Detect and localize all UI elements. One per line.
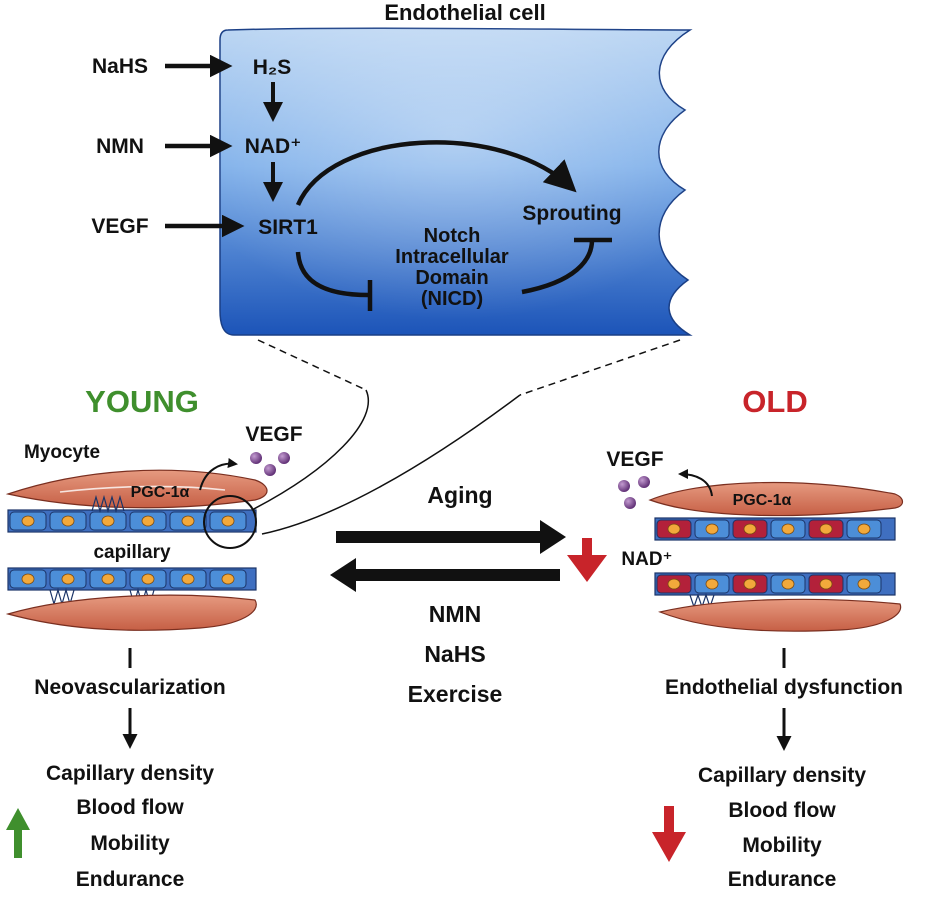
cell-nucleus [101,515,115,527]
cell-nucleus [743,523,757,535]
reverse-item-2: NaHS [424,641,485,667]
down-arrow-icon [652,806,686,862]
zoom-dash-right [519,339,681,396]
old-myocyte-top [648,481,904,517]
young-capillary-top [7,494,257,533]
zoom-line-right [261,394,521,535]
input-nmn: NMN [96,135,144,158]
cell-nucleus [61,515,75,527]
cell-nucleus [705,578,719,590]
sprouting-label: Sprouting [522,202,621,225]
cell-nucleus [221,573,235,585]
sirt1-label: SIRT1 [258,216,318,239]
old-outcome: Endothelial dysfunction [665,676,903,699]
reverse-item-3: Exercise [408,681,503,707]
h2s-label: H₂S [253,56,292,79]
young-pgc-label: PGC-1α [131,484,190,501]
nicd-line-3: Domain [415,267,488,289]
cell-nucleus [667,523,681,535]
myocyte-label: Myocyte [24,442,100,463]
cell-nucleus [21,515,35,527]
cell-nucleus [21,573,35,585]
cell-nucleus [141,515,155,527]
young-vegf-dots [250,452,290,476]
old-vegf-dots [618,476,650,509]
young-outcome: Neovascularization [34,676,225,699]
cell-nucleus [857,578,871,590]
cell-nucleus [141,573,155,585]
young-list-4: Endurance [76,868,185,891]
old-capillary-bottom [654,572,896,609]
sirt1-inhibits-nicd [295,251,369,298]
cell-highlight [220,28,690,335]
old-list-3: Mobility [742,834,822,857]
aging-arrow [336,520,566,554]
cell-nucleus [101,573,115,585]
cell-nucleus [181,573,195,585]
capillary-label: capillary [93,542,171,563]
nicd-line-4: (NICD) [421,288,483,310]
cell-nucleus [781,523,795,535]
old-pgc-label: PGC-1α [733,492,792,509]
young-pgc-arrow [199,458,238,491]
old-list-4: Endurance [728,868,837,891]
nicd-inhibits-sprouting [521,239,595,295]
young-myocyte-top [5,469,268,509]
nicd-line-1: Notch [424,225,481,247]
up-arrow-icon [6,808,30,858]
old-nad-label: NAD⁺ [621,549,672,570]
cell-nucleus [221,515,235,527]
cell-nucleus [781,578,795,590]
old-list-2: Blood flow [728,799,836,822]
nicd-line-2: Intracellular [395,246,509,268]
cell-nucleus [819,523,833,535]
rejuvenation-arrow [330,558,560,592]
cell-nucleus [819,578,833,590]
young-capillary-bottom [7,567,257,607]
nad-label: NAD⁺ [245,135,302,158]
nad-down-arrow-icon [567,538,607,582]
cell-nucleus [181,515,195,527]
zoom-line-left [247,389,369,513]
old-capillary-top [654,517,896,541]
old-vegf-label: VEGF [606,448,663,471]
old-myocyte-bottom [658,598,902,632]
young-vegf-label: VEGF [245,423,302,446]
zoom-circle [203,495,257,549]
young-myocyte-bottom [5,594,257,631]
input-vegf: VEGF [91,215,148,238]
zoom-dash-left [257,339,367,391]
cell-nucleus [61,573,75,585]
cell-nucleus [705,523,719,535]
old-pgc-arrow [678,469,713,497]
cell-title: Endothelial cell [384,0,545,25]
old-heading: OLD [742,384,807,419]
aging-label: Aging [427,482,492,508]
young-heading: YOUNG [85,384,199,419]
young-list-3: Mobility [90,832,170,855]
young-list-2: Blood flow [76,796,184,819]
cell-nucleus [667,578,681,590]
sirt1-to-sprouting-arrow [295,140,577,206]
input-nahs: NaHS [92,55,148,78]
cell-nucleus [857,523,871,535]
reverse-item-1: NMN [429,601,481,627]
cell-nucleus [743,578,757,590]
young-list-1: Capillary density [46,762,214,785]
old-list-1: Capillary density [698,764,866,787]
